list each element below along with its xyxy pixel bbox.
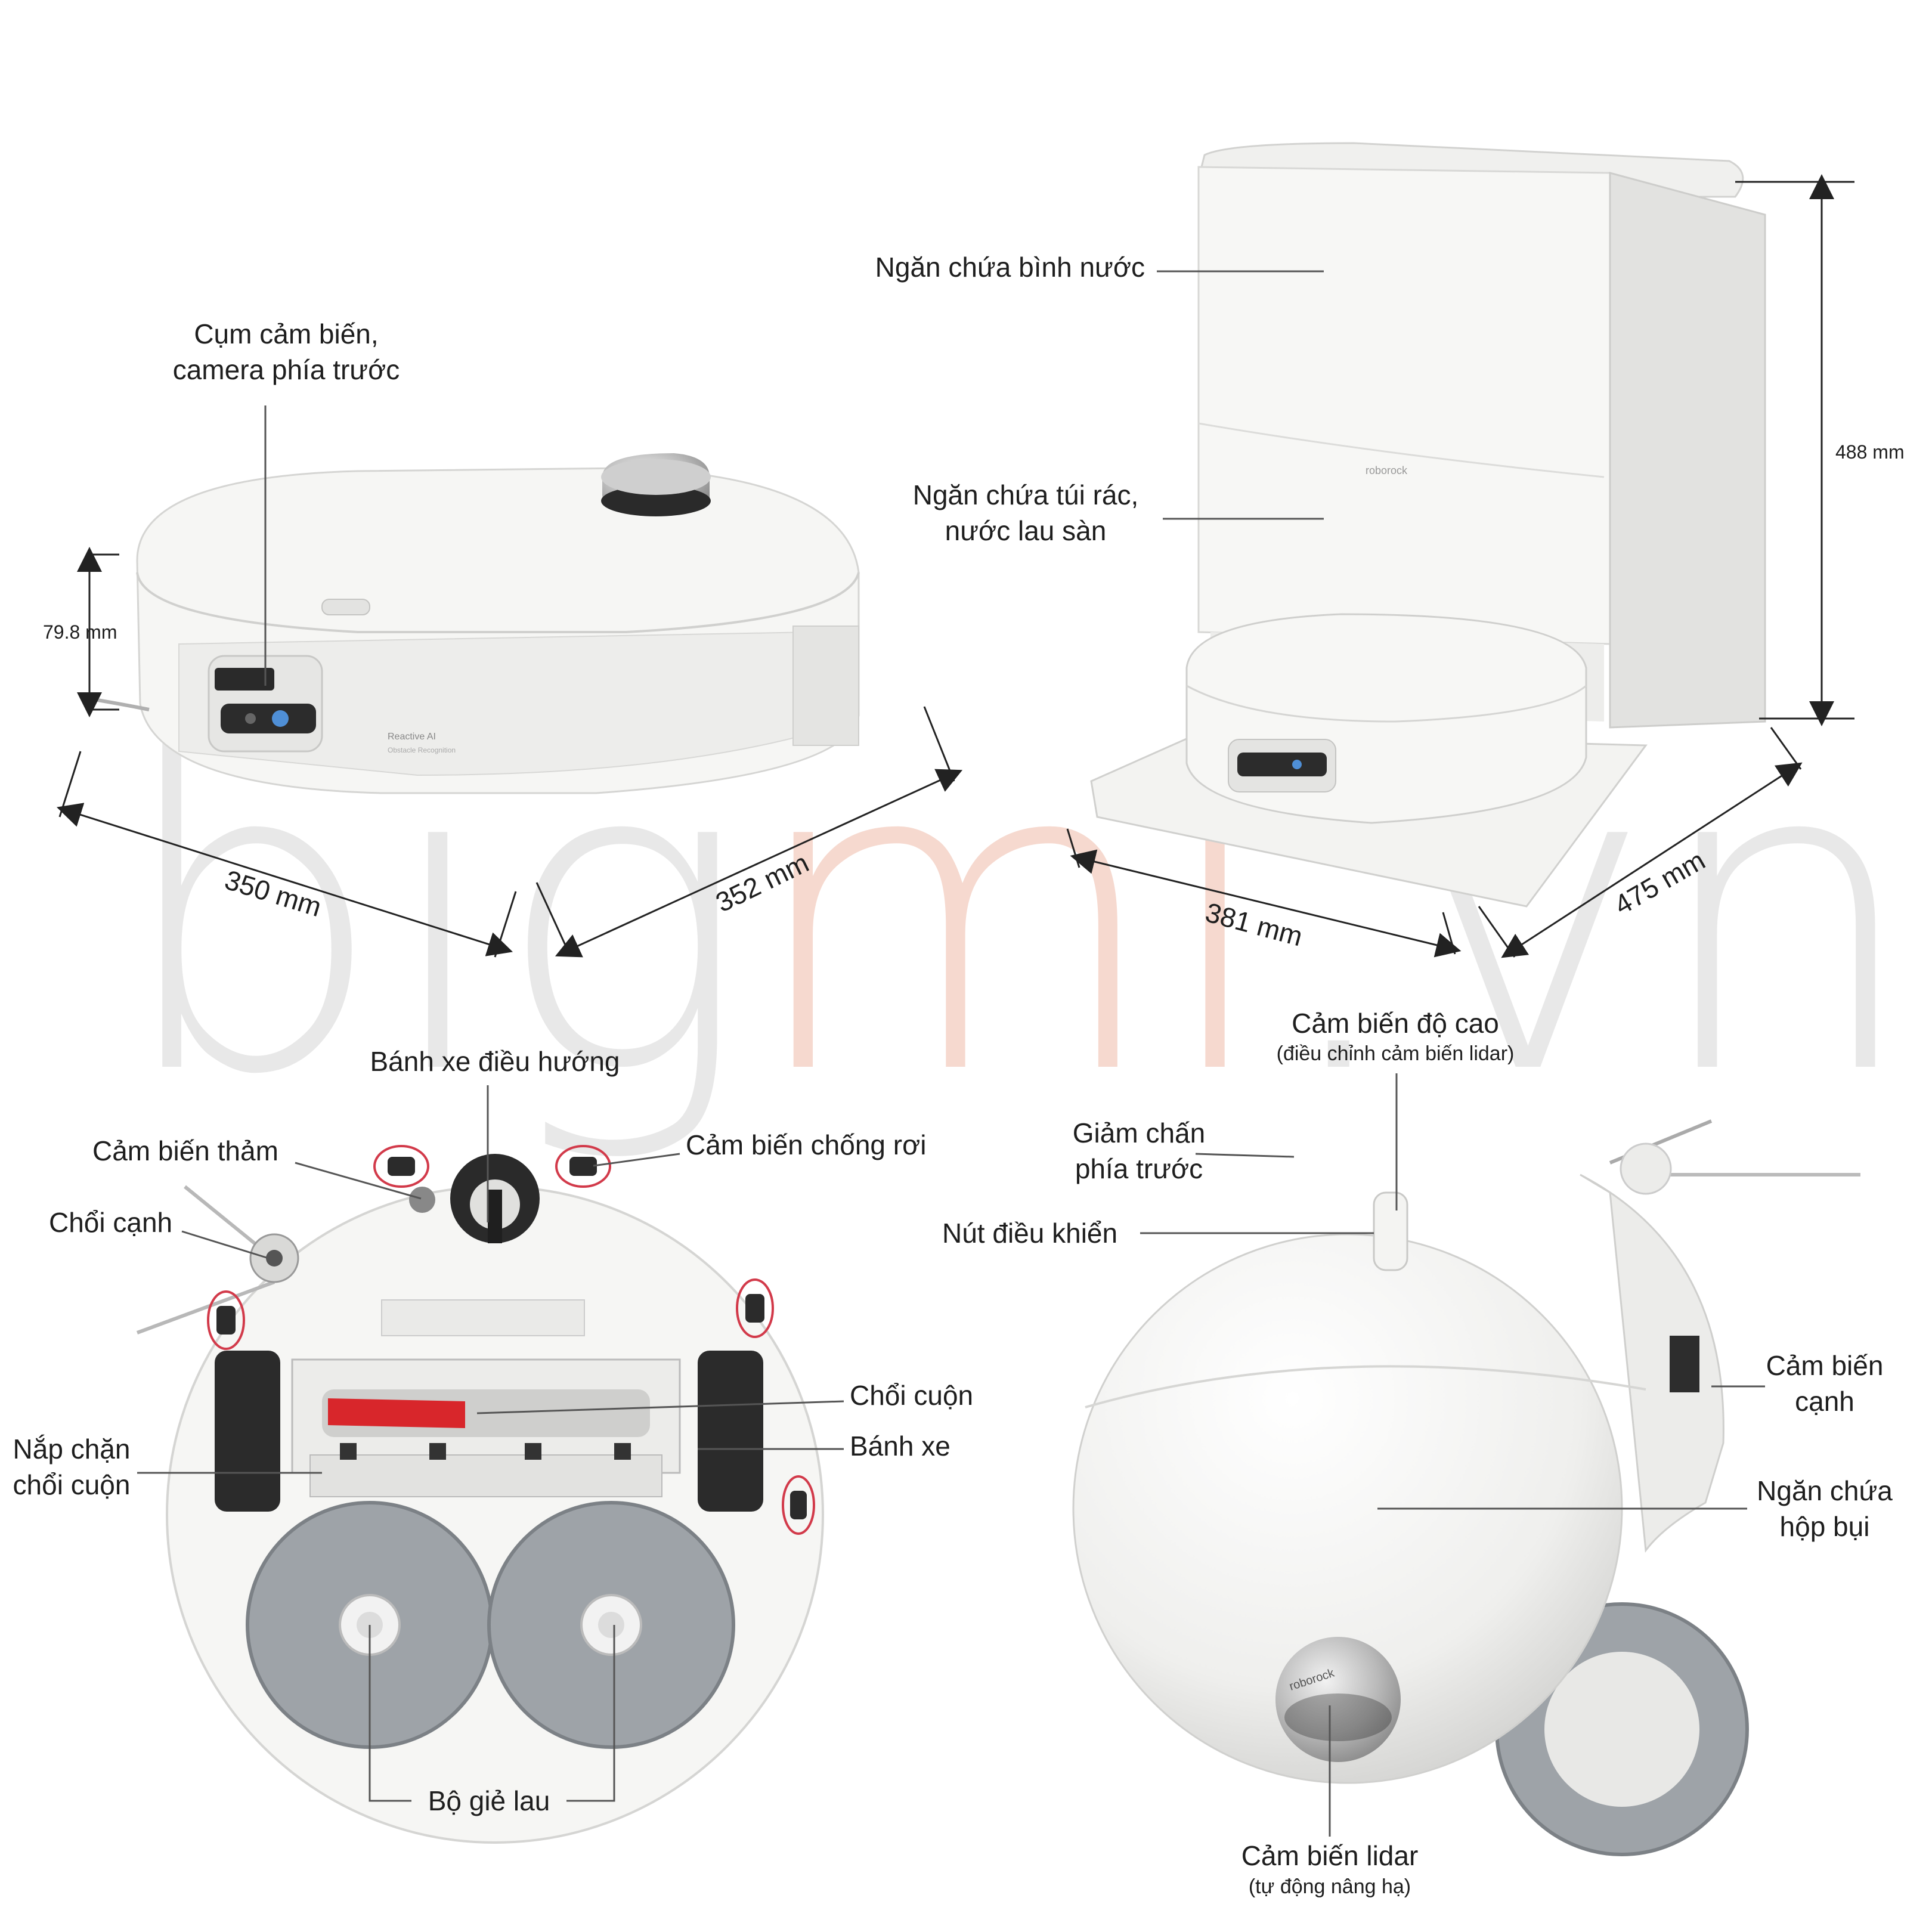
lidar-sublabel: (tự động nâng hạ) <box>1248 1875 1411 1898</box>
trash-bag-label: Ngăn chứa túi rác, nước lau sàn <box>894 477 1157 549</box>
robot-top-perspective: roborock <box>1072 1119 1860 1856</box>
underside-leaders <box>137 1085 844 1802</box>
wheel-label: Bánh xe <box>850 1431 950 1462</box>
front-sensor-label-line2: camera phía trước <box>172 354 400 385</box>
trash-bag-label-line2: nước lau sàn <box>945 515 1107 546</box>
side-sensor-label: Cảm biến cạnh <box>1753 1348 1896 1419</box>
dock-leaders <box>1157 270 1324 520</box>
brush-cover-label-line2: chổi cuộn <box>13 1469 131 1500</box>
robot-underside <box>136 1145 824 1844</box>
bumper-label-line2: phía trước <box>1075 1153 1203 1184</box>
dust-bin-label: Ngăn chứa hộp bụi <box>1747 1473 1902 1544</box>
brush-cover-label: Nắp chặn chổi cuộn <box>6 1431 137 1503</box>
robot-badge-line1: Reactive AI <box>388 732 436 742</box>
cliff-sensor-label: Cảm biến chống rơi <box>686 1129 927 1160</box>
side-sensor-label-line1: Cảm biến <box>1766 1350 1884 1381</box>
front-sensor-label-line1: Cụm cảm biến, <box>194 318 379 349</box>
lidar-label: Cảm biến lidar <box>1241 1840 1419 1871</box>
front-sensor-label: Cụm cảm biến, camera phía trước <box>149 316 423 388</box>
trash-bag-label-line1: Ngăn chứa túi rác, <box>912 479 1139 510</box>
mop-set-label: Bộ giẻ lau <box>428 1785 550 1816</box>
control-button-label: Nút điều khiển <box>942 1218 1118 1249</box>
side-brush-label: Chổi cạnh <box>49 1207 173 1238</box>
perspective-leaders <box>1140 1073 1765 1837</box>
dock-dimensions <box>1066 174 1854 958</box>
dust-bin-label-line2: hộp bụi <box>1779 1511 1870 1542</box>
robot-front-dimensions <box>56 547 963 958</box>
robot-front-view: Reactive AI Obstacle Recognition <box>83 453 860 794</box>
steer-wheel-label: Bánh xe điều hướng <box>370 1046 620 1077</box>
brush-cover-label-line1: Nắp chặn <box>13 1433 131 1465</box>
dust-bin-label-line1: Ngăn chứa <box>1757 1475 1893 1506</box>
dock-brand-text: roborock <box>1366 465 1408 476</box>
water-tank-label: Ngăn chứa bình nước <box>875 252 1145 283</box>
bumper-label-line1: Giảm chấn <box>1072 1117 1206 1148</box>
dock-height-dimension: 488 mm <box>1835 441 1905 463</box>
robot-badge-line2: Obstacle Recognition <box>388 746 456 754</box>
carpet-sensor-label: Cảm biến thảm <box>92 1135 278 1166</box>
height-sensor-sublabel: (điều chỉnh cảm biến lidar) <box>1276 1042 1515 1065</box>
height-sensor-label: Cảm biến độ cao <box>1292 1008 1499 1039</box>
height-dimension: 79.8 mm <box>43 621 117 643</box>
bumper-label: Giảm chấn phía trước <box>1049 1115 1228 1187</box>
main-brush-label: Chổi cuộn <box>850 1380 974 1411</box>
dock-station: roborock <box>1090 142 1766 908</box>
side-sensor-label-line2: cạnh <box>1795 1386 1854 1417</box>
